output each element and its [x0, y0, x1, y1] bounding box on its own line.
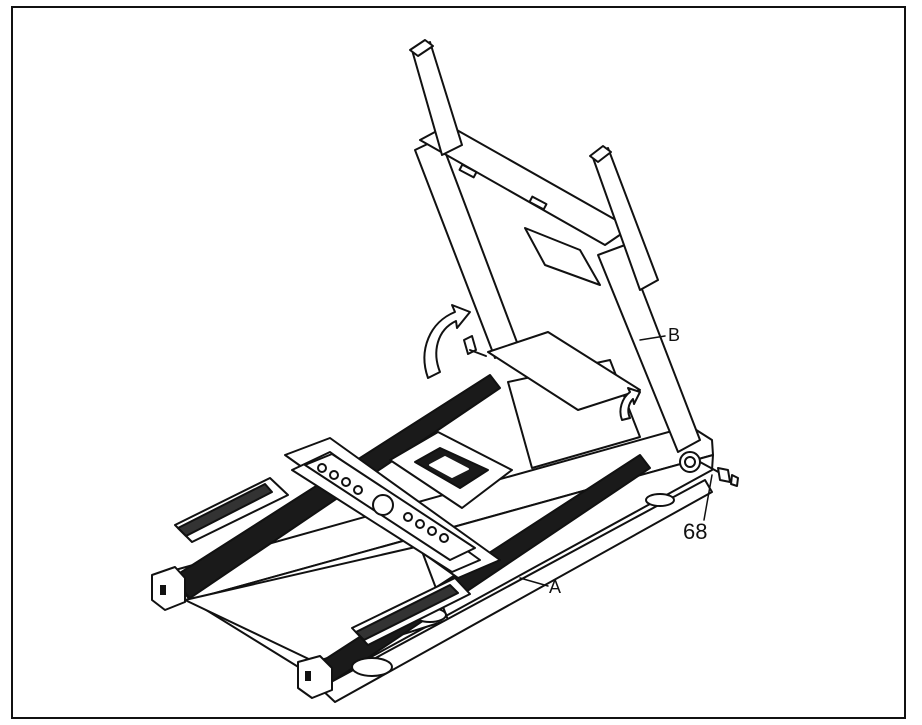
console-button: [427, 526, 437, 536]
rotation-arrow-right: [619, 387, 641, 421]
console-board: [174, 437, 501, 646]
crossbar-slot: [458, 163, 478, 179]
console-button: [329, 470, 339, 480]
upright-arm-right-cap: [589, 145, 612, 163]
upright-assembly: [409, 39, 701, 473]
end-cap-left-slot: [160, 585, 166, 595]
foot-pad: [645, 493, 675, 507]
leader-line-68: [703, 474, 713, 521]
end-cap-left: [151, 566, 186, 611]
bolt-head: [717, 467, 731, 483]
upright-post-right: [597, 244, 701, 453]
bolt-68: [699, 461, 739, 521]
base-rail: [319, 479, 713, 703]
callout-label-part-68: 68: [683, 519, 708, 544]
leader-line-a: [519, 577, 549, 587]
upright-arm-left-cap: [409, 39, 434, 57]
console-button: [317, 463, 327, 473]
crossbar-slot: [528, 195, 548, 211]
bolt-washer: [730, 474, 739, 487]
upright-arm-left: [411, 41, 463, 156]
end-cap-right: [297, 655, 333, 699]
tray-slot: [429, 456, 469, 478]
bolt-left-shaft: [469, 349, 487, 357]
accessory-tray: [389, 431, 513, 509]
bolt-left-head: [463, 335, 477, 355]
bolt-left-side: [463, 335, 487, 357]
end-cap-right-slot: [305, 671, 311, 681]
console-button: [353, 485, 363, 495]
handrail-left-grip: [177, 483, 273, 537]
foot-pad: [351, 657, 393, 677]
upright-base-plate: [487, 331, 641, 411]
handrail-right-grip: [355, 584, 459, 641]
rotation-arrow-left-body: [423, 304, 471, 379]
leader-line-b: [639, 335, 666, 341]
upright-pivot-inner: [684, 456, 696, 468]
console-button: [415, 519, 425, 529]
rotation-arrow-right-body: [619, 387, 641, 421]
console-button: [439, 533, 449, 543]
callout-label-base: A: [549, 577, 562, 597]
console-button: [403, 512, 413, 522]
upright-cable-box: [524, 227, 601, 286]
callout-label-upright: B: [668, 325, 681, 345]
rotation-arrow-left: [423, 304, 471, 379]
console-button: [341, 477, 351, 487]
console-knob: [372, 494, 394, 516]
